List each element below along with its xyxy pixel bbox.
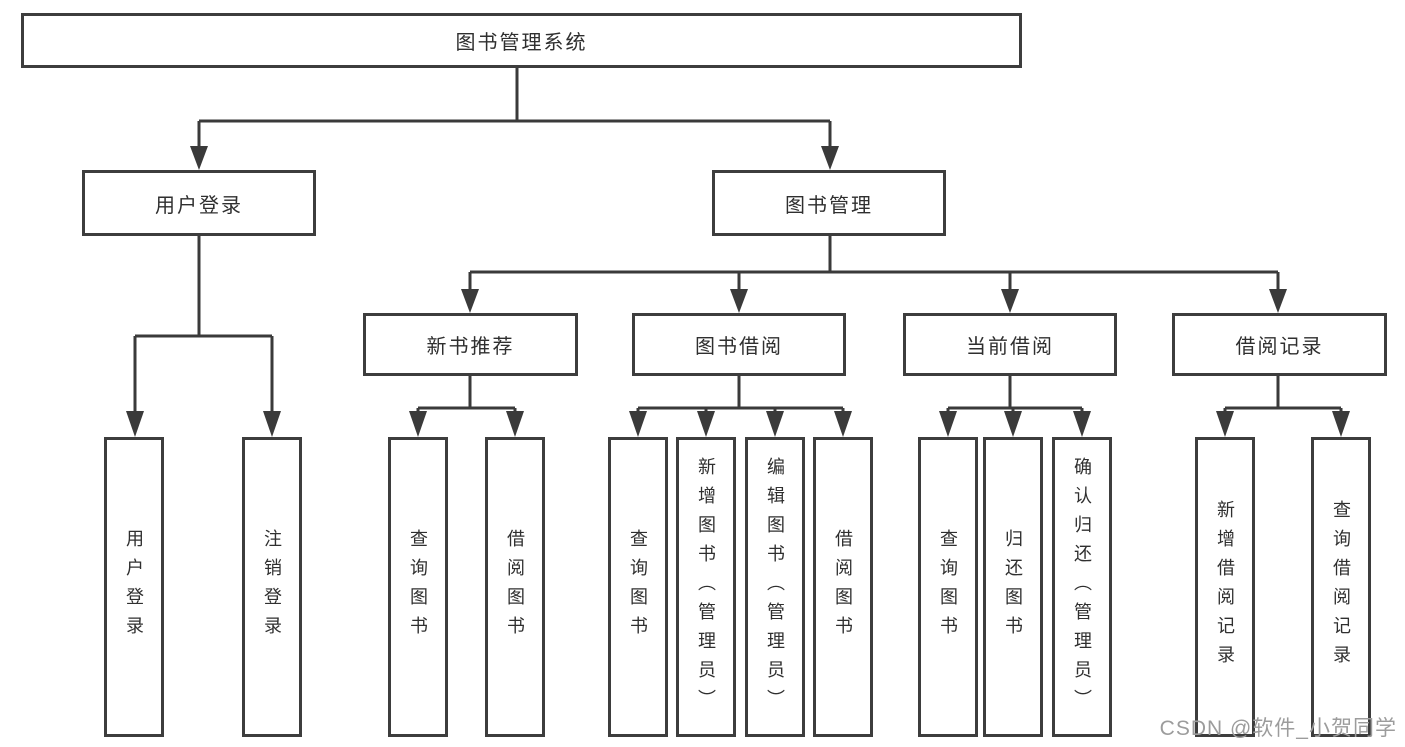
node-leaf-query-books-borrowing: 查询图书 <box>608 437 668 737</box>
node-label: 注销登录 <box>262 529 282 645</box>
node-user-login: 用户登录 <box>82 170 316 236</box>
arrowheads-userlogin-leaves <box>126 411 281 437</box>
node-borrowing-records: 借阅记录 <box>1172 313 1387 376</box>
node-leaf-add-borrow-record: 新增借阅记录 <box>1195 437 1255 737</box>
node-leaf-query-books-recommend: 查询图书 <box>388 437 448 737</box>
node-label: 查询图书 <box>628 529 648 645</box>
connector-root-to-level2 <box>197 68 832 148</box>
node-leaf-return-books: 归还图书 <box>983 437 1043 737</box>
connector-borrowing-to-leaves <box>636 376 845 413</box>
connector-bookmgmt-to-level3 <box>468 236 1280 291</box>
connector-records-to-leaves <box>1223 376 1343 413</box>
connector-userlogin-to-leaves <box>133 236 274 413</box>
node-book-management: 图书管理 <box>712 170 946 236</box>
csdn-watermark: CSDN @软件_小贺同学 <box>1159 717 1397 740</box>
node-new-book-recommend: 新书推荐 <box>363 313 578 376</box>
node-label: 借阅记录 <box>1235 336 1324 358</box>
node-label: 编辑图书（管理员） <box>765 456 785 718</box>
node-leaf-edit-book-admin: 编辑图书（管理员） <box>745 437 805 737</box>
node-leaf-confirm-return-admin: 确认归还（管理员） <box>1052 437 1112 737</box>
node-label: 图书管理系统 <box>455 32 588 54</box>
node-current-borrowing: 当前借阅 <box>903 313 1117 376</box>
node-leaf-user-login: 用户登录 <box>104 437 164 737</box>
connector-recommend-to-leaves <box>416 376 517 413</box>
node-label: 图书借阅 <box>695 336 783 358</box>
node-label: 确认归还（管理员） <box>1072 456 1092 718</box>
node-book-borrowing: 图书借阅 <box>632 313 846 376</box>
node-label: 借阅图书 <box>833 529 853 645</box>
node-label: 新增借阅记录 <box>1215 500 1235 674</box>
node-leaf-borrow-books-recommend: 借阅图书 <box>485 437 545 737</box>
node-label: 查询图书 <box>938 529 958 645</box>
node-leaf-borrow-books-borrowing: 借阅图书 <box>813 437 873 737</box>
node-label: 新增图书（管理员） <box>696 456 716 718</box>
arrowheads-level3 <box>461 289 1287 313</box>
arrowheads-level2 <box>190 146 839 170</box>
node-label: 用户登录 <box>155 194 243 217</box>
connector-current-to-leaves <box>946 376 1084 413</box>
arrowheads-leaves <box>409 411 1350 437</box>
node-root-library-system: 图书管理系统 <box>21 13 1022 68</box>
node-label: 归还图书 <box>1003 529 1023 645</box>
node-label: 查询图书 <box>408 529 428 645</box>
node-label: 借阅图书 <box>505 529 525 645</box>
node-leaf-logout: 注销登录 <box>242 437 302 737</box>
node-label: 用户登录 <box>124 529 144 645</box>
node-label: 查询借阅记录 <box>1331 500 1351 674</box>
node-leaf-add-book-admin: 新增图书（管理员） <box>676 437 736 737</box>
node-label: 图书管理 <box>785 194 873 217</box>
node-leaf-query-borrow-record: 查询借阅记录 <box>1311 437 1371 737</box>
node-label: 新书推荐 <box>426 336 515 358</box>
node-leaf-query-books-current: 查询图书 <box>918 437 978 737</box>
node-label: 当前借阅 <box>966 336 1054 358</box>
